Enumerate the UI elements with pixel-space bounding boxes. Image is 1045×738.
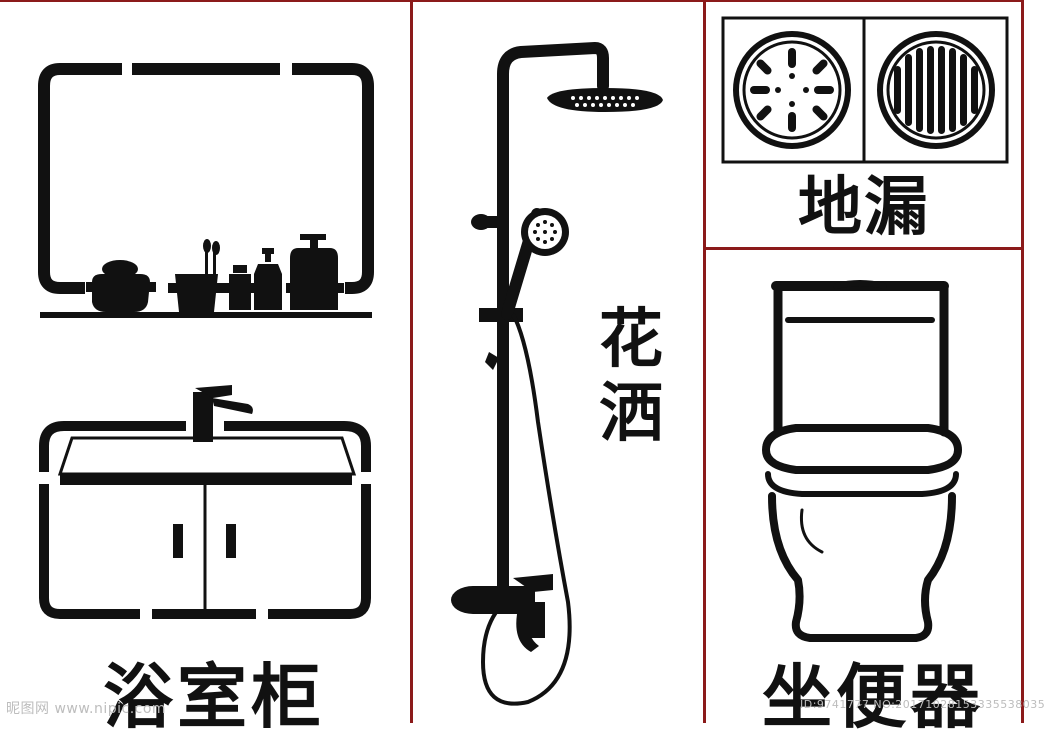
mirror-icon — [38, 63, 374, 294]
watermark-right: ID:9741777 NO:20171028153335538035 — [800, 698, 1045, 711]
frame-right-border — [1021, 0, 1024, 723]
drain-slotted-icon — [877, 31, 995, 149]
panel-divider-right — [703, 0, 706, 723]
vanity-label: 浴室柜 — [103, 656, 325, 738]
toilet-illustration — [762, 280, 962, 642]
shower-label-line1: 花 — [599, 303, 663, 377]
shower-panel: 花 洒 — [413, 2, 703, 723]
shower-illustration — [451, 42, 663, 706]
toilet-panel: 坐便器 — [706, 250, 1021, 732]
shower-head-icon — [547, 88, 663, 112]
shower-label-line2: 洒 — [599, 377, 663, 451]
floor-drain-label: 地漏 — [798, 171, 930, 245]
toiletries-icon — [86, 234, 344, 312]
floor-drain-panel: 地漏 — [706, 2, 1021, 247]
mixer-valve-icon — [451, 574, 553, 652]
shelf-icon — [40, 312, 372, 318]
vanity-panel: 浴室柜 — [0, 2, 410, 732]
watermark-left: 昵图网 www.nipic.com — [6, 701, 167, 717]
cabinet-handles-icon — [173, 524, 236, 558]
vanity-illustration — [38, 63, 374, 619]
frame-top-border — [0, 0, 1024, 2]
panel-divider-left — [410, 0, 413, 723]
drain-radial-icon — [733, 31, 851, 149]
floor-drain-illustration — [721, 16, 1009, 164]
shower-hose-icon — [480, 313, 572, 706]
faucet-icon — [193, 385, 253, 442]
handheld-shower-icon — [501, 208, 569, 320]
toilet-label: 坐便器 — [762, 656, 984, 738]
panel-divider-horizontal — [703, 247, 1024, 250]
toilet-icon — [762, 280, 962, 642]
